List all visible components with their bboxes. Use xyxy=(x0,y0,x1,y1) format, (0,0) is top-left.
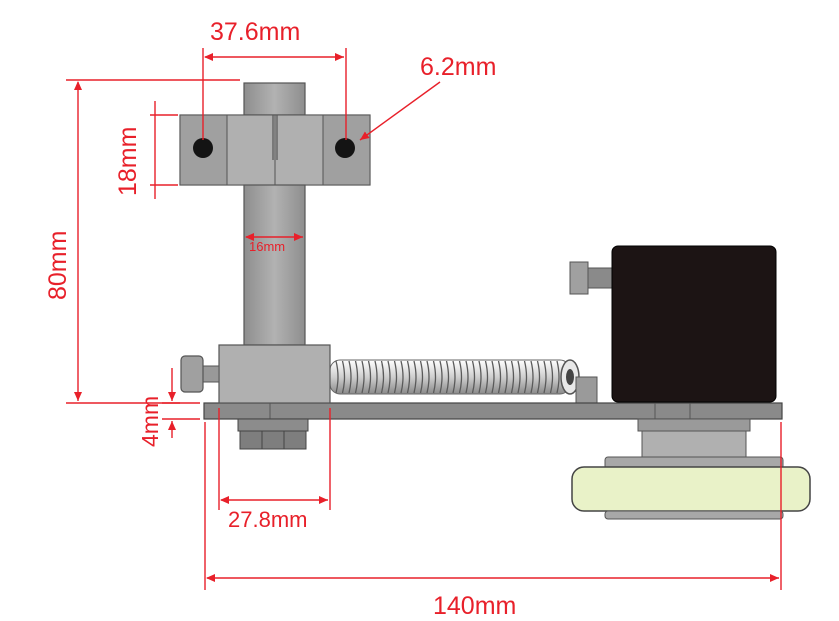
spring-coil xyxy=(374,360,378,394)
label-overall-length: 140mm xyxy=(433,592,516,620)
spring-coil xyxy=(536,360,541,394)
encoder-motor xyxy=(569,245,777,403)
spring-coil xyxy=(413,360,417,394)
spring-coil xyxy=(406,360,411,394)
label-overall-height: 80mm xyxy=(44,231,72,300)
spring-coil xyxy=(426,360,430,394)
spring-coil xyxy=(380,360,385,394)
mechanism xyxy=(179,82,811,520)
spring-coil xyxy=(387,360,391,394)
thumb-screw xyxy=(180,355,220,393)
spring-coil xyxy=(543,360,547,394)
label-mount-width: 27.8mm xyxy=(228,507,307,532)
post-top-cap xyxy=(243,82,306,116)
mounting-hole-right xyxy=(335,138,355,158)
spring-coil xyxy=(471,360,476,394)
pivot-block xyxy=(218,344,331,404)
spring-coil xyxy=(432,360,437,394)
measuring-wheel xyxy=(571,418,811,520)
spring-coil xyxy=(393,360,398,394)
spring-coil xyxy=(497,360,502,394)
label-base-thickness: 4mm xyxy=(137,396,163,447)
spring xyxy=(329,359,580,395)
spring-coil xyxy=(452,360,456,394)
spring-coil xyxy=(400,360,404,394)
spring-coil xyxy=(367,360,372,394)
mounting-hole-left xyxy=(193,138,213,158)
spring-coil xyxy=(439,360,443,394)
spring-coil xyxy=(556,360,560,394)
base-plate xyxy=(203,402,783,420)
spring-coil xyxy=(491,360,495,394)
label-hole-diameter: 6.2mm xyxy=(420,53,496,81)
spring-coil xyxy=(465,360,469,394)
spring-coil xyxy=(549,360,554,394)
spring-coil xyxy=(484,360,489,394)
label-clamp-height: 18mm xyxy=(114,127,142,196)
spring-coil xyxy=(458,360,463,394)
dimension-lines xyxy=(66,48,782,590)
label-clamp-hole-spacing: 37.6mm xyxy=(210,18,300,46)
spring-coil xyxy=(341,360,346,394)
label-post-width: 16mm xyxy=(249,239,285,254)
spring-coil xyxy=(361,360,365,394)
spring-coil xyxy=(419,360,424,394)
spring-coil xyxy=(478,360,482,394)
spring-coil xyxy=(530,360,534,394)
vertical-post xyxy=(243,184,306,346)
spring-coil xyxy=(335,360,339,394)
spring-stop-tab xyxy=(575,376,598,404)
hex-nut xyxy=(237,418,309,450)
spring-coil xyxy=(523,360,528,394)
top-clamp xyxy=(179,114,371,186)
spring-coil xyxy=(517,360,521,394)
spring-coil xyxy=(445,360,450,394)
spring-coil xyxy=(348,360,352,394)
spring-coil xyxy=(504,360,508,394)
spring-coil xyxy=(354,360,359,394)
spring-coil xyxy=(510,360,515,394)
dimension-labels: 37.6mm 6.2mm 18mm 16mm 80mm 4mm 27.8mm 1… xyxy=(44,18,516,620)
